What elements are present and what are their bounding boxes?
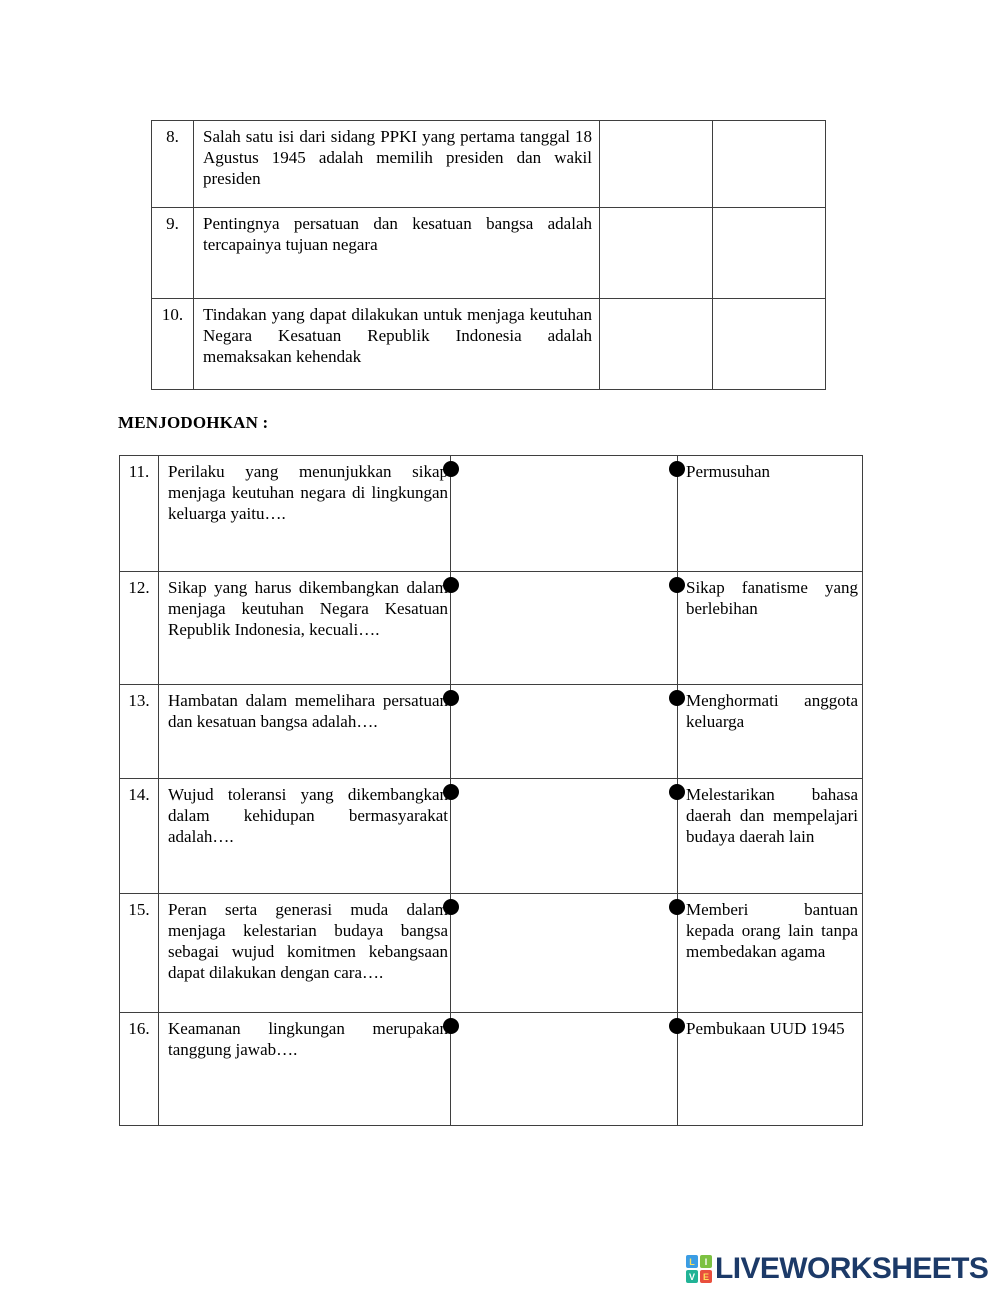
match-dot-right[interactable] bbox=[669, 1018, 685, 1034]
table-row: 13. Hambatan dalam memelihara persatuan … bbox=[119, 684, 863, 779]
row-number: 16. bbox=[119, 1012, 159, 1126]
connector-cell bbox=[443, 455, 685, 572]
connector-cell bbox=[443, 571, 685, 685]
match-dot-left[interactable] bbox=[443, 899, 459, 915]
answer-text: Melestarikan bahasa daerah dan mempelaja… bbox=[677, 778, 863, 894]
answer-cell-a[interactable] bbox=[599, 120, 713, 208]
statement-text: Pentingnya persatuan dan kesatuan bangsa… bbox=[193, 207, 600, 299]
question-text: Keamanan lingkungan merupakan tanggung j… bbox=[158, 1012, 451, 1126]
question-text: Peran serta generasi muda dalam menjaga … bbox=[158, 893, 451, 1013]
question-text: Sikap yang harus dikembangkan dalam menj… bbox=[158, 571, 451, 685]
row-number: 13. bbox=[119, 684, 159, 779]
row-number: 14. bbox=[119, 778, 159, 894]
match-dot-left[interactable] bbox=[443, 1018, 459, 1034]
table-row: 14. Wujud toleransi yang dikembangkan da… bbox=[119, 778, 863, 894]
row-number: 10. bbox=[151, 298, 194, 390]
connector-cell bbox=[443, 893, 685, 1013]
table-row: 11. Perilaku yang menunjukkan sikap menj… bbox=[119, 455, 863, 572]
answer-cell-b[interactable] bbox=[712, 207, 826, 299]
connector-cell bbox=[443, 1012, 685, 1126]
statement-text: Tindakan yang dapat dilakukan untuk menj… bbox=[193, 298, 600, 390]
match-dot-left[interactable] bbox=[443, 784, 459, 800]
logo-square-e: E bbox=[700, 1270, 712, 1283]
statement-text: Salah satu isi dari sidang PPKI yang per… bbox=[193, 120, 600, 208]
question-text: Hambatan dalam memelihara persatuan dan … bbox=[158, 684, 451, 779]
table-row: 9. Pentingnya persatuan dan kesatuan ban… bbox=[151, 207, 826, 299]
answer-text: Sikap fanatisme yang berlebihan bbox=[677, 571, 863, 685]
match-dot-right[interactable] bbox=[669, 784, 685, 800]
answer-cell-a[interactable] bbox=[599, 298, 713, 390]
connector-cell bbox=[443, 684, 685, 779]
row-number: 11. bbox=[119, 455, 159, 572]
liveworksheets-logo-icon: L I V E bbox=[686, 1255, 712, 1283]
answer-text: Permusuhan bbox=[677, 455, 863, 572]
match-dot-left[interactable] bbox=[443, 690, 459, 706]
match-dot-right[interactable] bbox=[669, 690, 685, 706]
row-number: 9. bbox=[151, 207, 194, 299]
answer-text: Menghormati anggota keluarga bbox=[677, 684, 863, 779]
answer-cell-b[interactable] bbox=[712, 298, 826, 390]
liveworksheets-logo[interactable]: L I V E LIVEWORKSHEETS bbox=[686, 1252, 989, 1286]
logo-square-l: L bbox=[686, 1255, 698, 1268]
match-dot-left[interactable] bbox=[443, 577, 459, 593]
table-row: 16. Keamanan lingkungan merupakan tanggu… bbox=[119, 1012, 863, 1126]
logo-square-i: I bbox=[700, 1255, 712, 1268]
table-row: 10. Tindakan yang dapat dilakukan untuk … bbox=[151, 298, 826, 390]
row-number: 15. bbox=[119, 893, 159, 1013]
table-row: 12. Sikap yang harus dikembangkan dalam … bbox=[119, 571, 863, 685]
match-dot-left[interactable] bbox=[443, 461, 459, 477]
question-text: Perilaku yang menunjukkan sikap menjaga … bbox=[158, 455, 451, 572]
match-dot-right[interactable] bbox=[669, 461, 685, 477]
question-text: Wujud toleransi yang dikembangkan dalam … bbox=[158, 778, 451, 894]
matching-table: 11. Perilaku yang menunjukkan sikap menj… bbox=[119, 455, 863, 1126]
true-false-table: 8. Salah satu isi dari sidang PPKI yang … bbox=[151, 120, 826, 390]
table-row: 15. Peran serta generasi muda dalam menj… bbox=[119, 893, 863, 1013]
match-dot-right[interactable] bbox=[669, 899, 685, 915]
liveworksheets-wordmark: LIVEWORKSHEETS bbox=[715, 1252, 989, 1285]
table-row: 8. Salah satu isi dari sidang PPKI yang … bbox=[151, 120, 826, 208]
match-dot-right[interactable] bbox=[669, 577, 685, 593]
answer-cell-b[interactable] bbox=[712, 120, 826, 208]
section-heading-menjodohkan: MENJODOHKAN : bbox=[118, 413, 269, 432]
row-number: 8. bbox=[151, 120, 194, 208]
logo-square-v: V bbox=[686, 1270, 698, 1283]
row-number: 12. bbox=[119, 571, 159, 685]
connector-cell bbox=[443, 778, 685, 894]
answer-text: Memberi bantuan kepada orang lain tanpa … bbox=[677, 893, 863, 1013]
answer-text: Pembukaan UUD 1945 bbox=[677, 1012, 863, 1126]
answer-cell-a[interactable] bbox=[599, 207, 713, 299]
